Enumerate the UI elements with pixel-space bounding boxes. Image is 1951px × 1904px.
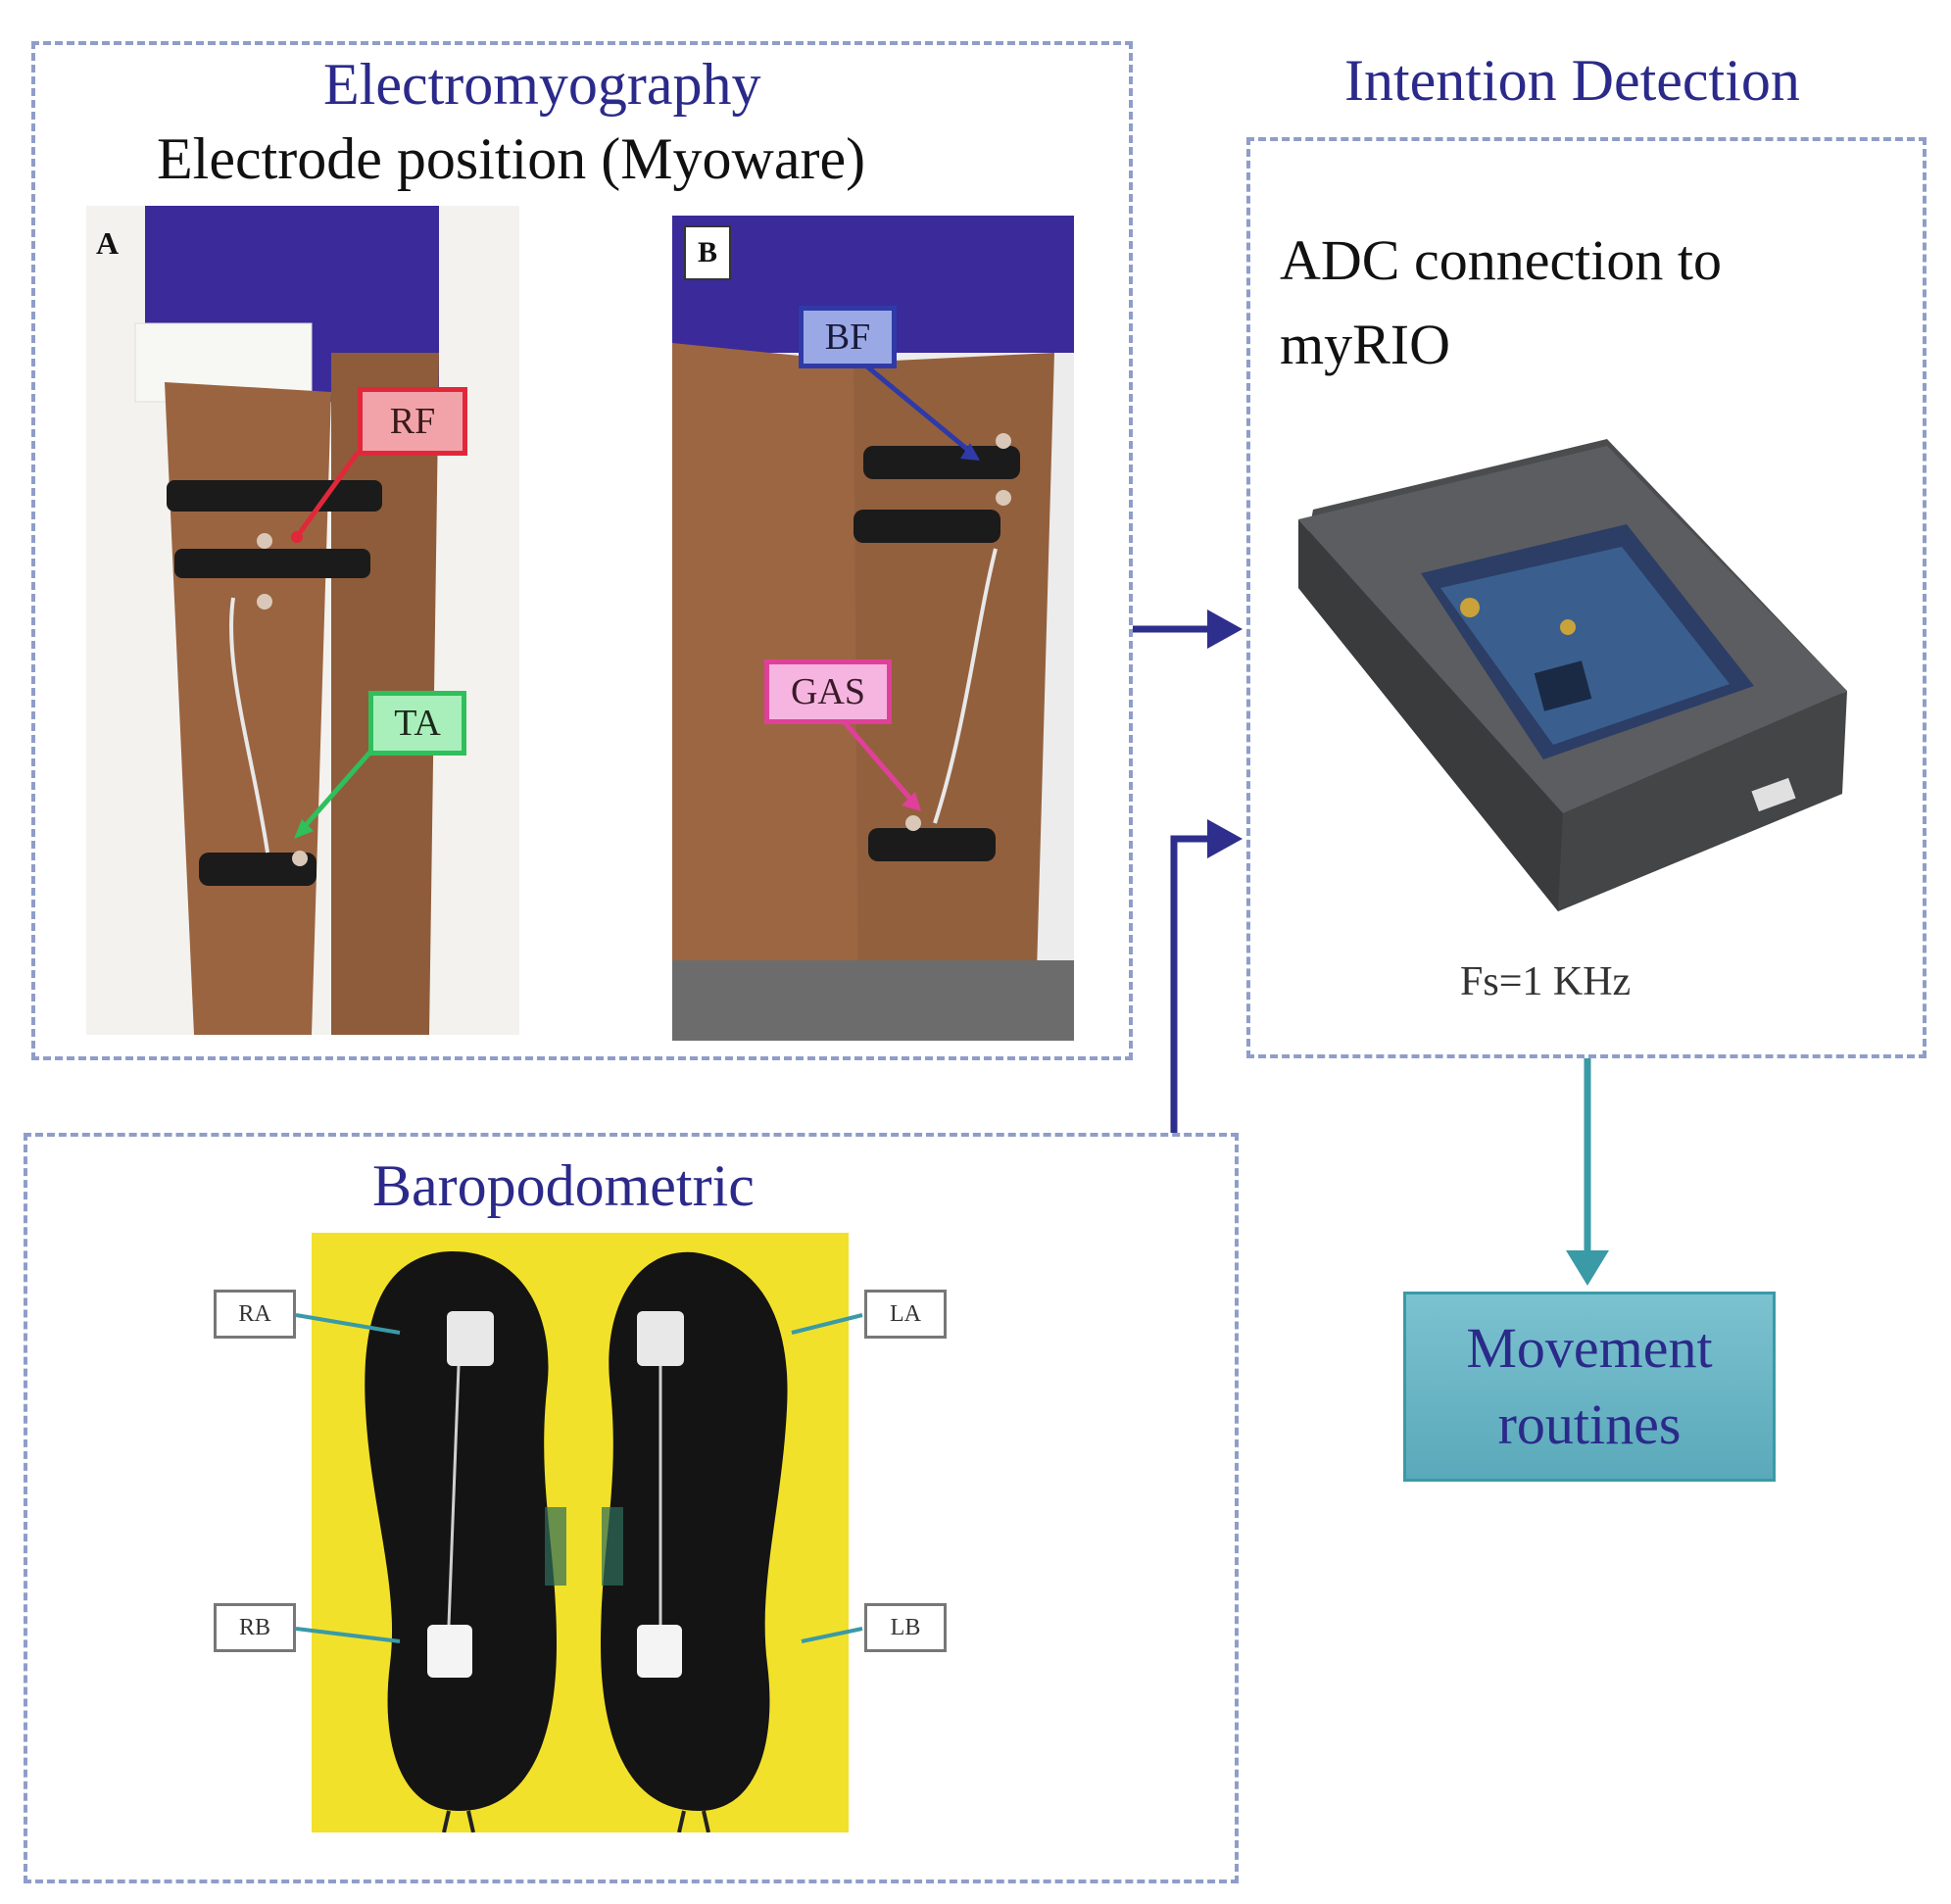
label-ra: RA — [214, 1290, 296, 1339]
label-rb: RB — [214, 1603, 296, 1652]
baro-title: Baropodometric — [372, 1153, 755, 1218]
intention-title: Intention Detection — [1344, 48, 1800, 113]
baro-section-box — [24, 1133, 1239, 1883]
insoles-illustration — [312, 1233, 849, 1832]
insole-photo — [312, 1233, 849, 1832]
leg-front-illustration — [86, 206, 519, 1035]
movement-line1: Movement — [1466, 1316, 1713, 1380]
label-lb: LB — [864, 1603, 947, 1652]
emg-photo-front: A — [86, 206, 519, 1035]
movement-line2: routines — [1497, 1392, 1682, 1456]
intention-section-box — [1246, 137, 1927, 1058]
panel-b-letter: B — [697, 236, 717, 269]
emg-subtitle: Electrode position (Myoware) — [157, 126, 866, 191]
label-gas: GAS — [764, 659, 892, 724]
label-rf: RF — [358, 387, 467, 456]
movement-routines-box: Movement routines — [1403, 1292, 1776, 1482]
sampling-rate: Fs=1 KHz — [1460, 959, 1632, 1004]
label-ta: TA — [368, 691, 466, 756]
adc-text-line1: ADC connection to — [1280, 228, 1723, 292]
label-la: LA — [864, 1290, 947, 1339]
panel-b-letter-box: B — [684, 225, 731, 280]
panel-a-letter: A — [96, 225, 120, 261]
adc-text-line2: myRIO — [1280, 313, 1450, 376]
emg-section-box — [31, 41, 1133, 1060]
label-bf: BF — [799, 306, 897, 368]
emg-title: Electromyography — [323, 52, 761, 117]
